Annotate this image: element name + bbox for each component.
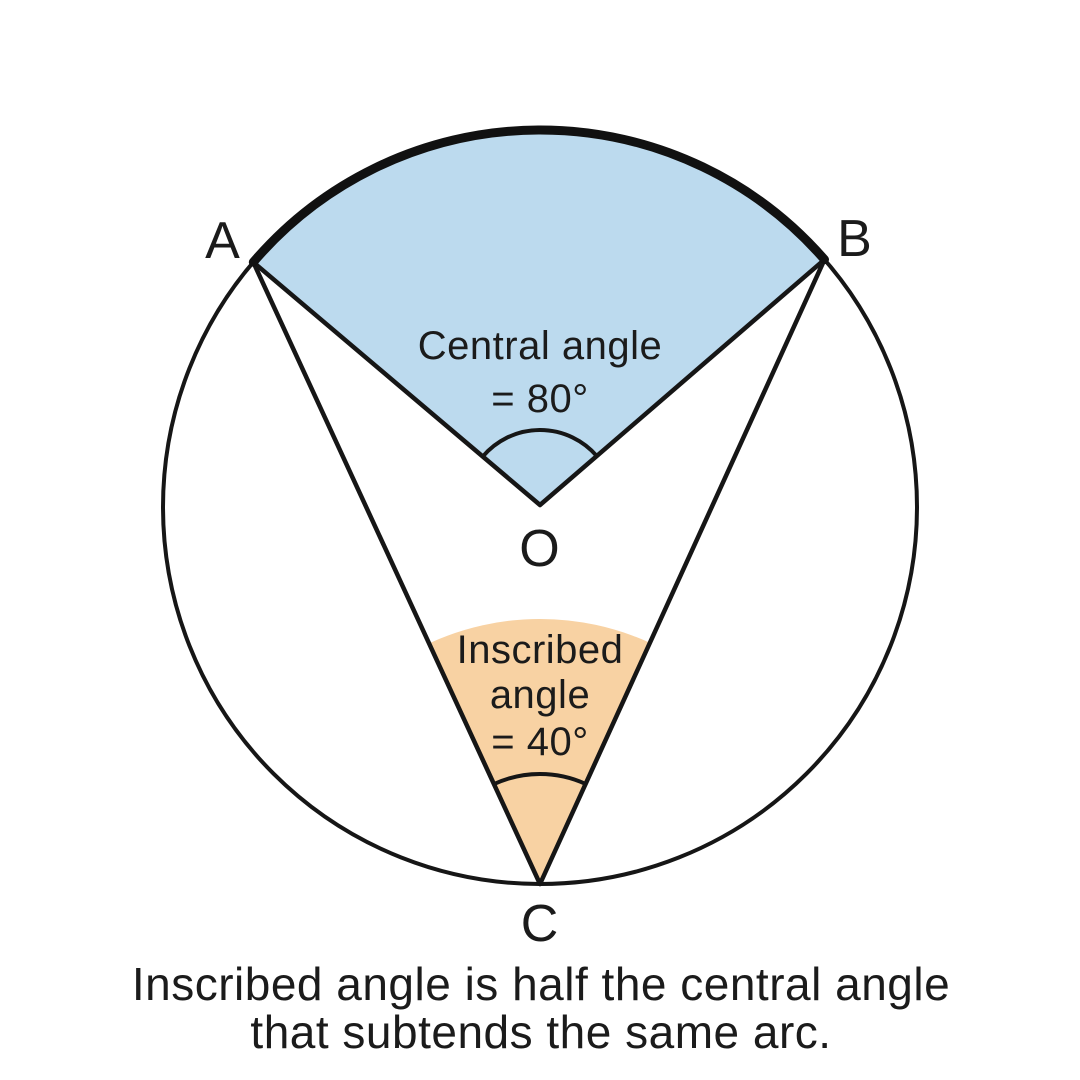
- inscribed-angle-sector: [429, 618, 650, 884]
- inscribed-angle-label-value: = 40°: [491, 720, 588, 764]
- chord-a-to-c: [251, 259, 543, 887]
- point-label-b: B: [837, 210, 873, 268]
- inscribed-angle-arc-marker: [493, 772, 587, 786]
- central-angle-label-line1: Central angle: [418, 324, 662, 368]
- inscribed-angle-label-line2: angle: [490, 673, 590, 717]
- central-angle-label-value: = 80°: [491, 377, 588, 421]
- chord-b-to-c: [537, 257, 827, 887]
- central-angle-arc-marker: [481, 427, 599, 458]
- caption-line1: Inscribed angle is half the central angl…: [132, 958, 950, 1010]
- point-label-o: O: [519, 520, 560, 578]
- point-label-c: C: [521, 895, 560, 953]
- caption-line2: that subtends the same arc.: [250, 1006, 831, 1058]
- subtended-arc-ab: [248, 125, 829, 267]
- inscribed-angle-label-line1: Inscribed: [457, 628, 624, 672]
- point-label-a: A: [205, 212, 241, 270]
